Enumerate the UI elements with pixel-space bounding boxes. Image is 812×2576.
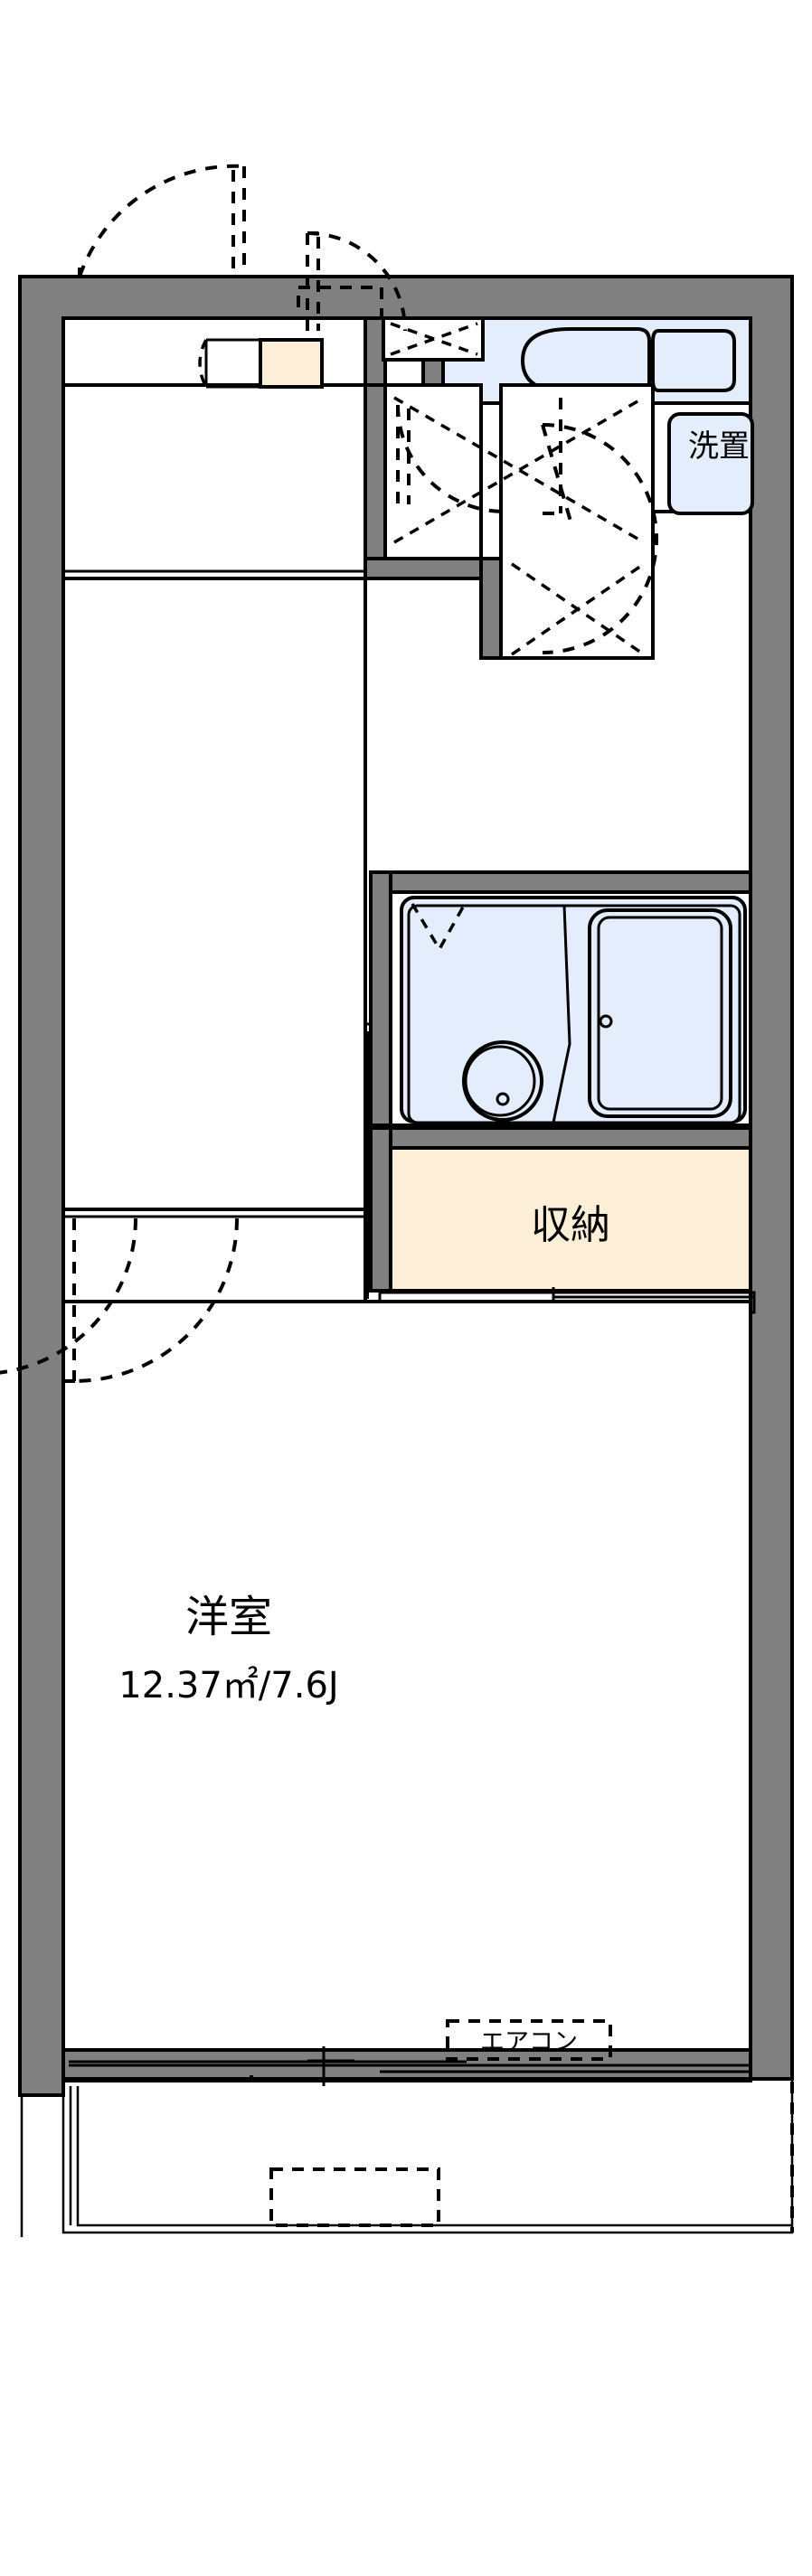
room-laundry: 洗置	[651, 401, 754, 515]
main-room-area: 12.37㎡/7.6J	[118, 1665, 338, 1706]
toilet-tank	[651, 329, 736, 392]
aircon-label: エアコン	[480, 2028, 578, 2056]
misc-details	[63, 286, 383, 580]
bath-lobby-door-leaf	[541, 424, 573, 525]
round-sink-drain-icon	[496, 1092, 510, 1106]
partition-wall-closet-top	[369, 1126, 752, 1150]
bathtub-drain-icon	[599, 1014, 613, 1029]
toilet-door-swing	[307, 231, 407, 332]
sanitary-lobby-floor	[383, 383, 483, 560]
partition-wall-bath-left	[369, 870, 392, 1127]
bath-divider	[552, 905, 571, 1123]
lobby-closet-slide-4	[511, 562, 645, 656]
main-room-door-arc	[73, 1217, 239, 1383]
room-main: 洋室 12.37㎡/7.6J	[0, 577, 752, 2052]
bathtub-inner	[597, 916, 723, 1111]
shoe-cabinet-icon	[259, 338, 324, 389]
lobby-closet-slide-2	[393, 396, 645, 544]
laundry-label: 洗置	[688, 428, 750, 465]
entrance-door-swing	[78, 164, 245, 277]
entrance-hall-floor	[61, 383, 367, 580]
round-sink-inner	[464, 1045, 536, 1117]
closet-label: 収納	[531, 1202, 610, 1248]
partition-wall-bath-top	[369, 870, 752, 894]
bath-lobby-door-swing	[542, 423, 658, 654]
closet-floor	[389, 1146, 752, 1293]
entrance-transom-dashed	[297, 286, 383, 320]
partition-wall-sanitary-left	[479, 557, 503, 660]
entrance-closet-slide-2	[390, 322, 478, 356]
entrance-cabinet-swing	[198, 339, 208, 388]
main-room-name: 洋室	[185, 1592, 272, 1642]
room-unit-bath	[389, 890, 752, 1127]
round-sink-icon	[462, 1040, 543, 1122]
room-closet: 収納	[378, 1146, 756, 1318]
balcony	[20, 2046, 794, 2237]
sanitary-lobby	[383, 383, 655, 660]
door-swings-upper	[78, 164, 658, 654]
balcony-inner-edge-2	[76, 2086, 792, 2227]
lobby-closet-slide-1	[393, 396, 645, 544]
toilet-inner-door-swing	[396, 404, 505, 513]
sanitary-lobby-floor-lower	[499, 383, 655, 660]
washing-machine-icon	[667, 412, 754, 515]
partition-wall-closet-left	[369, 1126, 392, 1293]
partition-wall-hall-right	[364, 383, 387, 580]
balcony-slab	[61, 2079, 794, 2234]
balcony-equipment-box	[269, 2167, 440, 2227]
room-entrance	[61, 316, 485, 580]
air-conditioner-icon	[446, 2019, 612, 2061]
